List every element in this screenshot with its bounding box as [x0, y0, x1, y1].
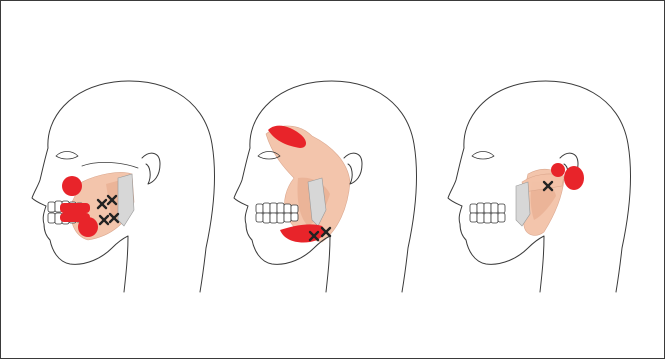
pain-zone-cheek [62, 176, 82, 196]
head-figure-masseter [28, 70, 228, 295]
teeth [470, 203, 505, 223]
pain-zone-ear [564, 166, 584, 190]
pain-zone-jaw [78, 217, 98, 237]
cheekbone-line [82, 162, 138, 168]
head-figure-lateral-pterygoid [446, 70, 646, 295]
head-figure-temporalis [236, 70, 436, 295]
pain-zone-upper-teeth [60, 203, 90, 213]
ear [142, 153, 160, 184]
mandible-ramus [118, 174, 134, 226]
eye [56, 152, 78, 160]
teeth [256, 203, 298, 223]
pain-zone-preauricular [551, 163, 565, 177]
eye [472, 152, 494, 160]
